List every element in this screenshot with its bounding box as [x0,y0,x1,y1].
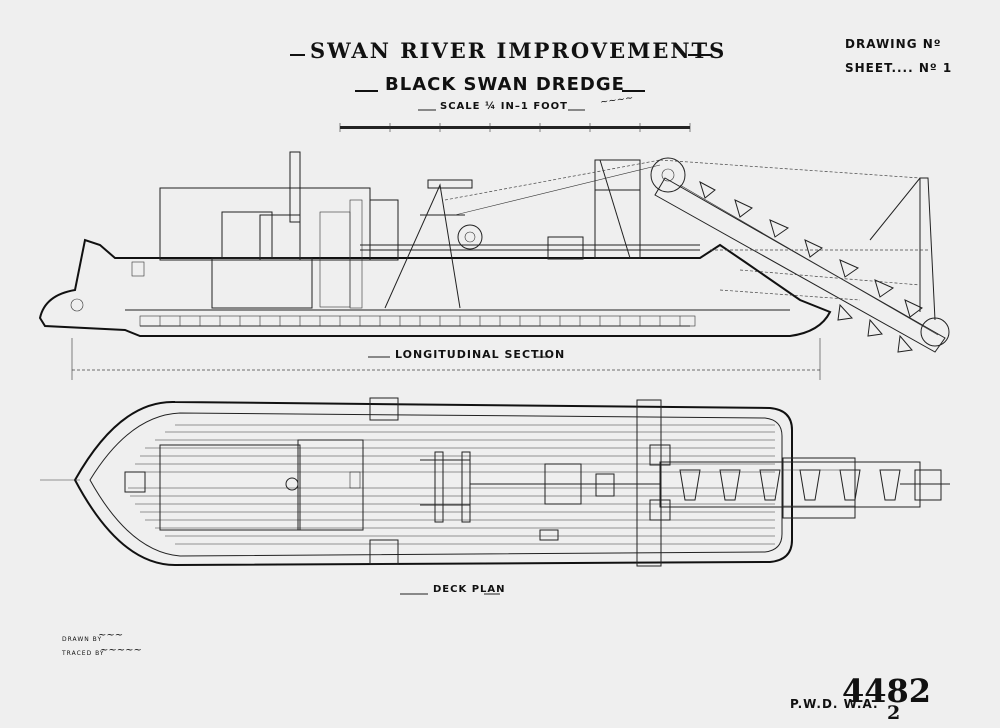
department-label: P.W.D. W.A. [790,697,879,711]
drawing-number-label: DRAWING Nº [845,37,942,51]
funnel [289,151,301,223]
drawing-title: SWAN RIVER IMPROVEMENTS [310,38,727,63]
tumbler-wheel [650,157,686,193]
drawing-subtitle: BLACK SWAN DREDGE [385,74,625,95]
traced-by-signature: ~~~~~ [100,645,142,656]
gear-wheel [457,224,483,250]
bucket-ladder [654,177,950,353]
deck-planking [128,424,775,545]
scale-note: SCALE ¼ IN–1 FOOT [440,101,568,112]
plan-sub-number: 2 [887,702,902,724]
drawn-by-label: DRAWN BY [62,636,103,643]
longitudinal-section [38,151,950,380]
plan-number: 4482 [842,672,932,710]
scale-bar [339,123,691,132]
sheet-number-label: SHEET.... Nº 1 [845,61,953,75]
drawn-by-signature: ~~~ [98,630,124,641]
title-rules [290,54,712,111]
deck-plan-label: DECK PLAN [433,584,506,595]
deckhouse [159,187,371,261]
boiler [211,257,313,309]
traced-by-label: TRACED BY [62,650,105,657]
keel-blocks [139,315,696,327]
longitudinal-section-label: LONGITUDINAL SECTION [395,348,566,361]
deck-plan [40,397,950,567]
